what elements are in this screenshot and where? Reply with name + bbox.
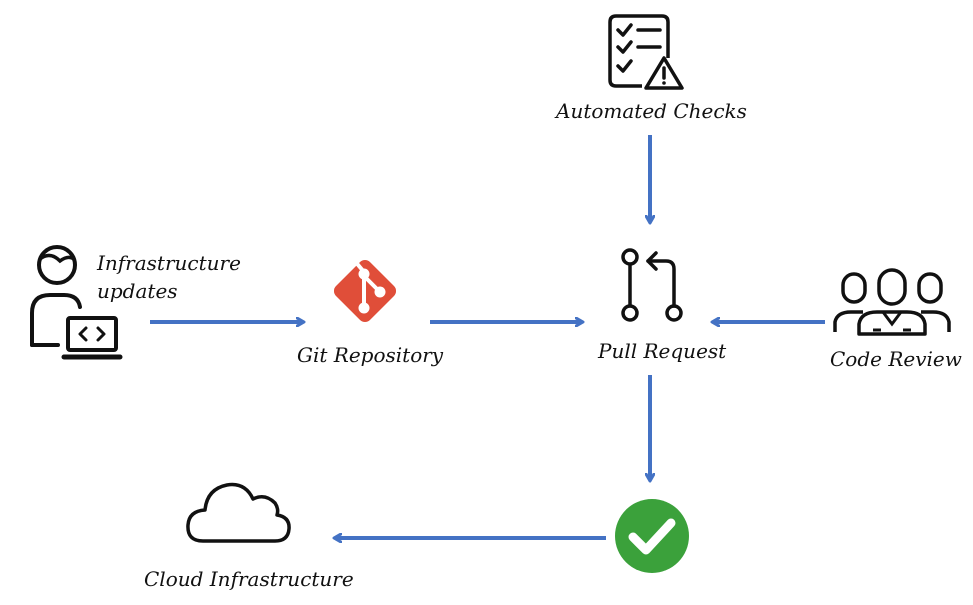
automated-checks-label: Automated Checks — [556, 99, 747, 123]
git-repository-label: Git Repository — [297, 343, 444, 367]
cloud-infrastructure-label: Cloud Infrastructure — [144, 567, 354, 591]
git-icon — [333, 258, 397, 323]
developer-laptop-icon — [30, 245, 123, 360]
infrastructure-updates-label-line1: Infrastructure — [97, 251, 241, 275]
pull-request-label: Pull Request — [598, 339, 727, 363]
infrastructure-updates-label: Infrastructure updates — [97, 249, 241, 305]
checklist-warning-icon — [608, 14, 684, 90]
checkmark-circle-icon — [615, 499, 689, 573]
pull-request-icon — [621, 248, 683, 322]
cloud-icon — [186, 482, 291, 543]
code-review-label: Code Review — [830, 347, 962, 371]
team-icon — [833, 268, 951, 336]
infrastructure-updates-label-line2: updates — [97, 279, 178, 303]
